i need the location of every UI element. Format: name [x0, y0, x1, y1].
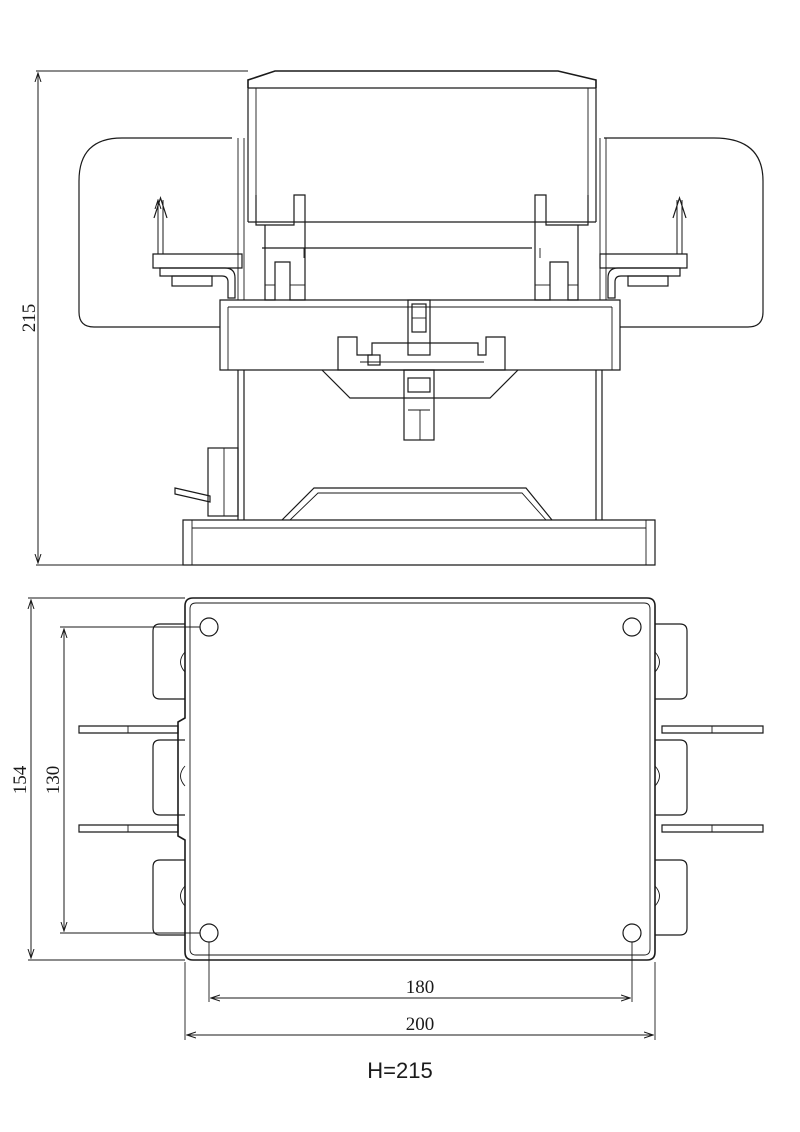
side-view: 215: [19, 70, 764, 566]
hole-depth-dimension-label: 130: [43, 766, 64, 795]
height-dimension-label: 215: [19, 304, 40, 333]
top-view-body: [177, 597, 656, 961]
mounting-hole-top-left: [199, 617, 219, 637]
top-view-lugs: [152, 623, 688, 936]
top-view-terminals: [78, 725, 764, 833]
lower-body: [174, 370, 603, 521]
left-terminal-clip: [255, 194, 306, 301]
actuator-mechanism: [321, 299, 519, 441]
hole-width-dimension: 180: [208, 942, 633, 1002]
middle-housing: [219, 299, 621, 371]
width-dimension: 200: [184, 962, 656, 1040]
hole-depth-dimension: 130: [43, 626, 200, 934]
right-mounting-lug: [604, 137, 764, 328]
right-terminal-clip: [534, 194, 589, 301]
hole-width-dimension-label: 180: [406, 977, 435, 998]
top-cover: [237, 70, 607, 300]
width-dimension-label: 200: [406, 1014, 435, 1035]
depth-dimension: 154: [10, 597, 185, 961]
left-mounting-lug: [78, 137, 232, 328]
mounting-hole-top-right: [622, 617, 642, 637]
mounting-hole-bottom-left: [199, 923, 219, 943]
top-view: 154 130 180 200: [10, 597, 764, 1040]
height-dimension: 215: [19, 70, 248, 566]
mounting-hole-bottom-right: [622, 923, 642, 943]
depth-dimension-label: 154: [10, 765, 31, 794]
base-plate: [182, 519, 656, 566]
right-busbar: [599, 196, 688, 299]
height-note: H=215: [367, 1058, 433, 1083]
left-busbar: [152, 196, 243, 299]
